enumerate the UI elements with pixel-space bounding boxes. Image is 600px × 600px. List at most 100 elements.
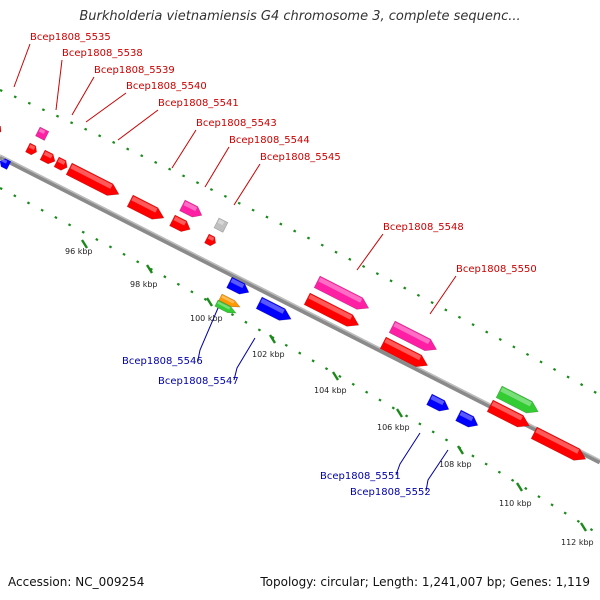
feature-pink[interactable] xyxy=(35,126,50,141)
gene-label-top[interactable]: Bcep1808_5538 xyxy=(62,48,143,59)
feature-red-gloss xyxy=(491,401,523,421)
feature-blue[interactable] xyxy=(0,157,12,170)
gene-leader-line xyxy=(233,337,256,381)
tick-mark xyxy=(515,482,524,492)
feature-red-shape xyxy=(0,123,2,135)
feature-red-shape xyxy=(486,399,530,428)
gene-leader-line xyxy=(429,275,457,315)
feature-red-gloss xyxy=(308,294,353,320)
feature-blue[interactable] xyxy=(426,393,452,415)
feature-blue[interactable] xyxy=(455,409,481,431)
gene-leader-line xyxy=(425,449,449,492)
dotted-arc xyxy=(0,88,600,396)
gene-leader-line xyxy=(171,129,197,169)
feature-red-shape xyxy=(169,214,191,232)
tick-label: 98 kbp xyxy=(130,280,158,289)
feature-blue[interactable] xyxy=(226,276,252,298)
gene-leader-line xyxy=(395,432,421,476)
feature-red[interactable] xyxy=(379,336,430,371)
feature-red[interactable] xyxy=(126,194,167,224)
tick-label: 96 kbp xyxy=(65,247,93,256)
tick-mark xyxy=(80,239,89,249)
feature-red[interactable] xyxy=(53,156,70,172)
feature-green[interactable] xyxy=(495,385,541,418)
gene-label-top[interactable]: Bcep1808_5535 xyxy=(30,32,111,43)
feature-blue-shape xyxy=(226,276,250,295)
gene-labels: Bcep1808_5535Bcep1808_5538Bcep1808_5539B… xyxy=(30,32,537,498)
gene-leader-line xyxy=(71,76,95,116)
tick-label: 102 kbp xyxy=(252,350,285,359)
feature-red-gloss xyxy=(131,196,158,213)
feature-red[interactable] xyxy=(39,149,57,166)
dotted-guides xyxy=(0,88,600,536)
tick-mark xyxy=(395,408,404,418)
gene-label-top[interactable]: Bcep1808_5540 xyxy=(126,81,207,92)
feature-blue-shape xyxy=(255,296,292,321)
tick-mark xyxy=(456,445,465,455)
feature-red-shape xyxy=(25,142,37,156)
gene-leader-line xyxy=(55,59,63,111)
feature-red-gloss xyxy=(43,151,53,159)
gene-label-top[interactable]: Bcep1808_5544 xyxy=(229,135,310,146)
feature-red[interactable] xyxy=(486,399,532,432)
feature-red-gloss xyxy=(173,216,187,226)
feature-blue-gloss xyxy=(430,395,445,406)
gene-label-bottom[interactable]: Bcep1808_5547 xyxy=(158,376,239,387)
feature-pink-shape xyxy=(388,320,438,352)
feature-pink-shape xyxy=(35,126,50,141)
feature-red[interactable] xyxy=(204,233,217,247)
feature-red-gloss xyxy=(384,338,422,361)
feature-blue-shape xyxy=(426,393,450,412)
feature-red-gloss xyxy=(535,428,580,454)
feature-red-shape xyxy=(379,336,429,368)
gene-leader-line xyxy=(13,43,31,88)
tick-mark xyxy=(145,264,154,274)
feature-red[interactable] xyxy=(25,142,38,156)
feature-green-shape xyxy=(214,299,237,314)
feature-grey-gloss xyxy=(217,219,225,226)
gene-label-top[interactable]: Bcep1808_5543 xyxy=(196,118,277,129)
dotted-arc xyxy=(0,187,600,536)
gene-label-bottom[interactable]: Bcep1808_5552 xyxy=(350,487,431,498)
accession-text: Accession: NC_009254 xyxy=(8,575,145,589)
feature-blue-gloss xyxy=(1,158,8,164)
feature-red-shape xyxy=(303,292,360,327)
feature-pink[interactable] xyxy=(179,199,205,221)
feature-red[interactable] xyxy=(0,123,3,136)
feature-red[interactable] xyxy=(303,292,362,331)
summary-text: Topology: circular; Length: 1,241,007 bp… xyxy=(260,575,590,589)
gene-leader-line xyxy=(356,233,384,271)
feature-red[interactable] xyxy=(169,214,193,235)
feature-blue[interactable] xyxy=(255,296,294,325)
gene-label-top[interactable]: Bcep1808_5539 xyxy=(94,65,175,76)
tick-mark xyxy=(205,297,214,307)
gene-label-top[interactable]: Bcep1808_5550 xyxy=(456,264,537,275)
feature-blue-shape xyxy=(0,158,12,170)
feature-orange[interactable] xyxy=(218,293,242,310)
feature-red-shape xyxy=(530,426,587,461)
gene-label-top[interactable]: Bcep1808_5548 xyxy=(383,222,464,233)
gene-label-bottom[interactable]: Bcep1808_5546 xyxy=(122,356,203,367)
feature-red-shape xyxy=(126,194,165,220)
feature-pink-shape xyxy=(179,199,203,218)
gene-leader-line xyxy=(85,92,127,123)
feature-red-shape xyxy=(39,149,56,165)
gene-label-top[interactable]: Bcep1808_5545 xyxy=(260,152,341,163)
feature-grey-shape xyxy=(213,217,229,233)
feature-green[interactable] xyxy=(214,299,238,316)
feature-red-shape xyxy=(53,156,68,171)
tick-mark xyxy=(579,522,588,532)
feature-red-gloss xyxy=(70,164,113,189)
feature-orange-shape xyxy=(218,293,241,308)
tick-label: 108 kbp xyxy=(439,460,472,469)
feature-red-gloss xyxy=(57,158,66,165)
feature-pink[interactable] xyxy=(388,320,439,355)
feature-red[interactable] xyxy=(530,426,589,465)
feature-green-gloss xyxy=(217,301,231,310)
feature-pink[interactable] xyxy=(313,275,372,314)
feature-grey[interactable] xyxy=(213,217,229,233)
feature-red[interactable] xyxy=(65,162,122,200)
gene-label-bottom[interactable]: Bcep1808_5551 xyxy=(320,471,401,482)
gene-label-top[interactable]: Bcep1808_5541 xyxy=(158,98,239,109)
